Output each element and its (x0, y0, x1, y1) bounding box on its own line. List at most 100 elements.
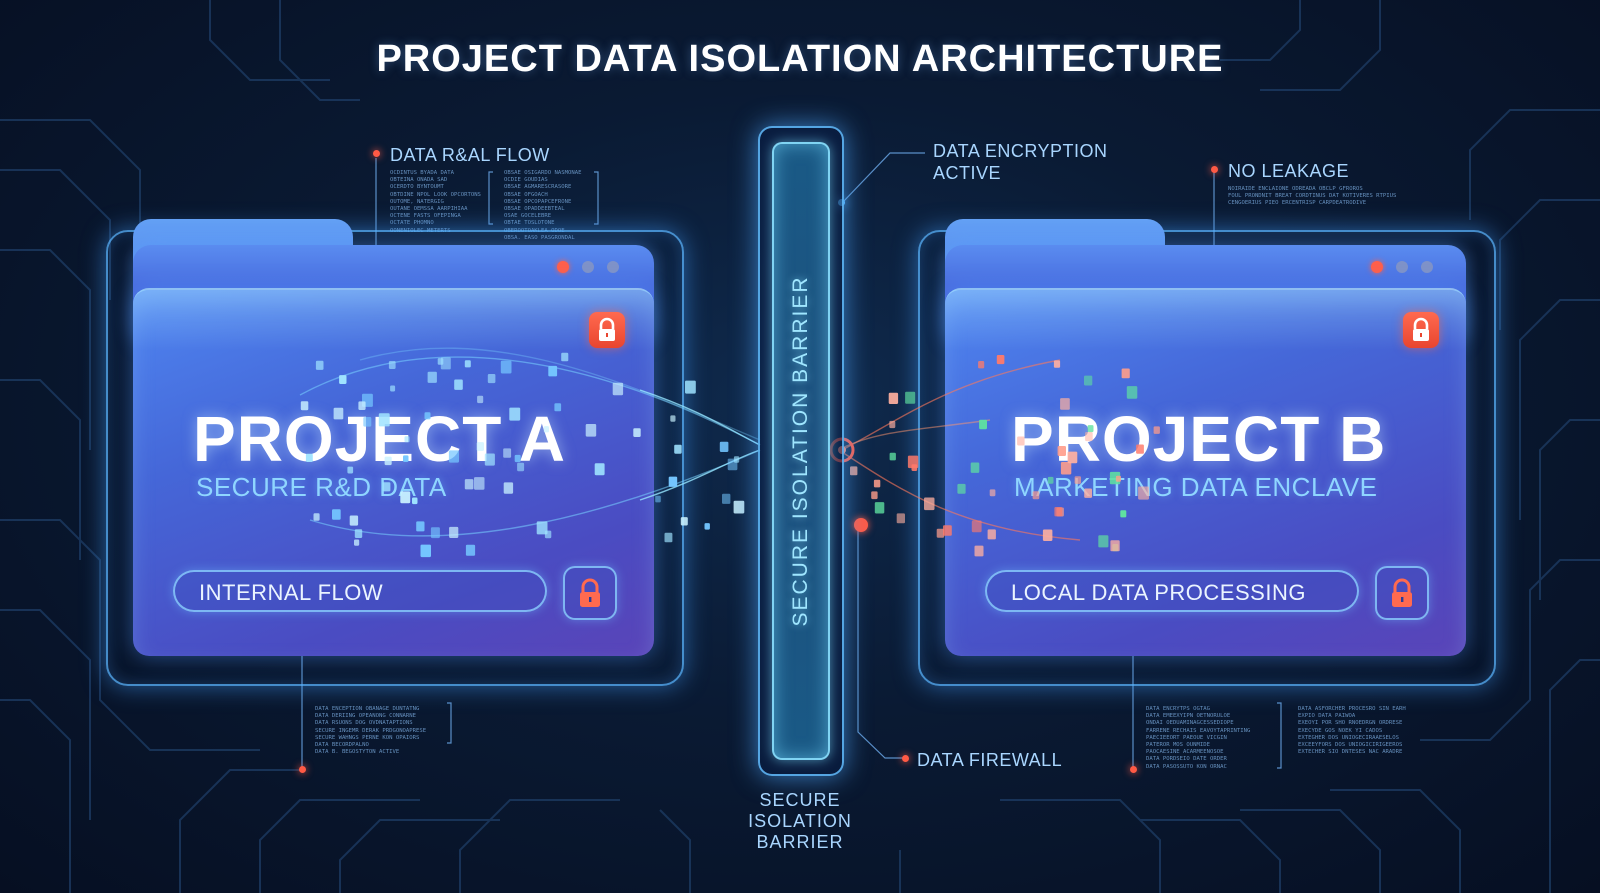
data-file-particle (424, 412, 431, 420)
data-file-particle (1138, 486, 1149, 500)
window-dot (1396, 261, 1408, 273)
data-file-particle (889, 452, 896, 461)
data-file-particle (378, 413, 390, 427)
data-file-particle (449, 526, 459, 538)
data-file-particle (554, 403, 562, 412)
data-file-particle (416, 521, 425, 532)
data-file-particle (905, 391, 916, 404)
callout-marker-dot (299, 766, 306, 773)
micro-text-line: CENGOERIUS PIEO ERCENTRISP CARPDEATRODIV… (1228, 200, 1367, 207)
callout-marker-dot (373, 150, 380, 157)
data-file-particle (1047, 476, 1054, 484)
window-dot (607, 261, 619, 273)
window-dot (1421, 261, 1433, 273)
callout-encryption-line1: DATA ENCRYPTION (933, 141, 1108, 161)
micro-text-line: DATA EMEEXYIPN OETNORULOE (1146, 713, 1231, 720)
panel-glow (945, 290, 1466, 350)
data-file-particle (313, 513, 320, 521)
data-file-particle (1153, 426, 1160, 434)
micro-text-line: DATA B. BEGOSTYTON ACTIVE (315, 749, 400, 756)
data-file-particle (850, 466, 858, 476)
data-file-particle (1054, 507, 1063, 517)
micro-text-line: OCERDTO BYNTOUMT (390, 184, 444, 191)
callout-firewall: DATA FIREWALL (917, 750, 1062, 771)
data-file-particle (1084, 488, 1092, 498)
data-file-particle (503, 482, 514, 494)
micro-text-line: OUTANE OEMSSA AARPIHIAA (390, 206, 468, 213)
data-file-particle (300, 401, 309, 411)
micro-text-line: OCTATE PHOMNO (390, 220, 434, 227)
project-b-processing-pill: LOCAL DATA PROCESSING (985, 570, 1359, 612)
data-file-particle (1085, 432, 1093, 442)
data-file-particle (403, 455, 409, 462)
data-file-particle (1098, 535, 1109, 548)
data-file-particle (503, 448, 512, 458)
micro-text-line: DATA RSUONS DOG OVDNATAPTIONS (315, 720, 413, 727)
data-file-particle (477, 395, 484, 404)
micro-text-line: DATA ASFORCHER PROCESRO SIN EARH (1298, 706, 1406, 712)
data-file-particle (339, 375, 347, 384)
callout-marker-dot (1211, 166, 1218, 173)
data-file-particle (722, 493, 731, 504)
data-file-particle (987, 529, 996, 540)
window-dot (582, 261, 594, 273)
micro-text-line: OBSAE OPADDEEBTEAL (504, 206, 565, 213)
data-file-particle (874, 502, 885, 514)
page-title: PROJECT DATA ISOLATION ARCHITECTURE (376, 38, 1224, 80)
micro-text-line: OBTAE TOSLOTONE (504, 220, 555, 227)
callout-no-leakage-details: NOIRAIDE ENCLAIONE ODREADA OBCLP GFROROS… (1228, 186, 1396, 208)
callout-marker-dot (902, 755, 909, 762)
data-file-particle (664, 532, 673, 543)
lock-icon (599, 317, 615, 341)
window-dot-red (1371, 261, 1383, 273)
data-file-particle (349, 515, 359, 526)
callout-firewall-title: DATA FIREWALL (917, 750, 1063, 770)
micro-text-line: EXEOYI POR SHO RNOEDRGN ORDRESE (1298, 720, 1403, 727)
data-file-particle (464, 360, 471, 368)
micro-text-line: OBSAE AGMARESCRASORE (504, 184, 572, 191)
data-file-particle (996, 355, 1005, 365)
micro-text-line: EXTEGHER DOS UNIOGECIRAAESELOS (1298, 734, 1400, 741)
micro-text-line: PAECIEEORT PAEOUE VICGIN (1146, 734, 1227, 741)
data-file-particle (1087, 425, 1094, 433)
data-file-particle (979, 419, 987, 430)
micro-text-line: DATA DERIING OPEANONG CONNARNE (315, 713, 417, 720)
data-file-particle (543, 426, 549, 433)
callout-data-flow: DATA R&AL FLOW (390, 145, 550, 166)
data-file-particle (1057, 446, 1066, 456)
barrier-caption: SECURE ISOLATION BARRIER (720, 790, 880, 853)
data-file-particle (633, 428, 641, 437)
data-file-particle (1017, 436, 1025, 446)
data-file-particle (1060, 398, 1070, 410)
micro-text-line: OSAE GOCELEBRE (504, 213, 552, 220)
project-b-pill-lock (1375, 566, 1429, 620)
micro-text-line: DATA PORDSEIO DATE ORDER (1146, 756, 1227, 763)
lock-icon (1413, 317, 1429, 341)
data-file-particle (476, 442, 484, 451)
data-file-particle (487, 374, 496, 384)
micro-text-line: PATEROR MOS OUNMIDE (1146, 742, 1210, 749)
data-file-particle (427, 371, 437, 383)
data-file-particle (517, 462, 525, 472)
data-file-particle (668, 476, 678, 487)
data-file-particle (670, 415, 676, 422)
data-file-particle (500, 360, 512, 374)
data-file-particle (1053, 360, 1061, 368)
project-a-flow-pill: INTERNAL FLOW (173, 570, 547, 612)
data-file-particle (896, 513, 905, 524)
data-file-particle (612, 382, 624, 396)
micro-text-line: FARRENE RECHAIS EAVOYTAPRINTING (1146, 727, 1251, 734)
data-file-particle (733, 500, 745, 514)
data-file-particle (936, 528, 945, 538)
project-a-panel (133, 288, 654, 656)
micro-text-line: SECURE INGEMR DERAK PRDGONOAPRESE (315, 727, 427, 734)
data-file-particle (354, 529, 363, 538)
panel-glow (133, 290, 654, 350)
data-file-particle (1115, 475, 1121, 482)
firewall-node-dot (854, 518, 868, 532)
micro-text-line: DATA ENCRYTPS OGTAG (1146, 706, 1210, 712)
data-file-particle (1042, 529, 1053, 541)
isolation-barrier-core: SECURE ISOLATION BARRIER (772, 142, 830, 760)
